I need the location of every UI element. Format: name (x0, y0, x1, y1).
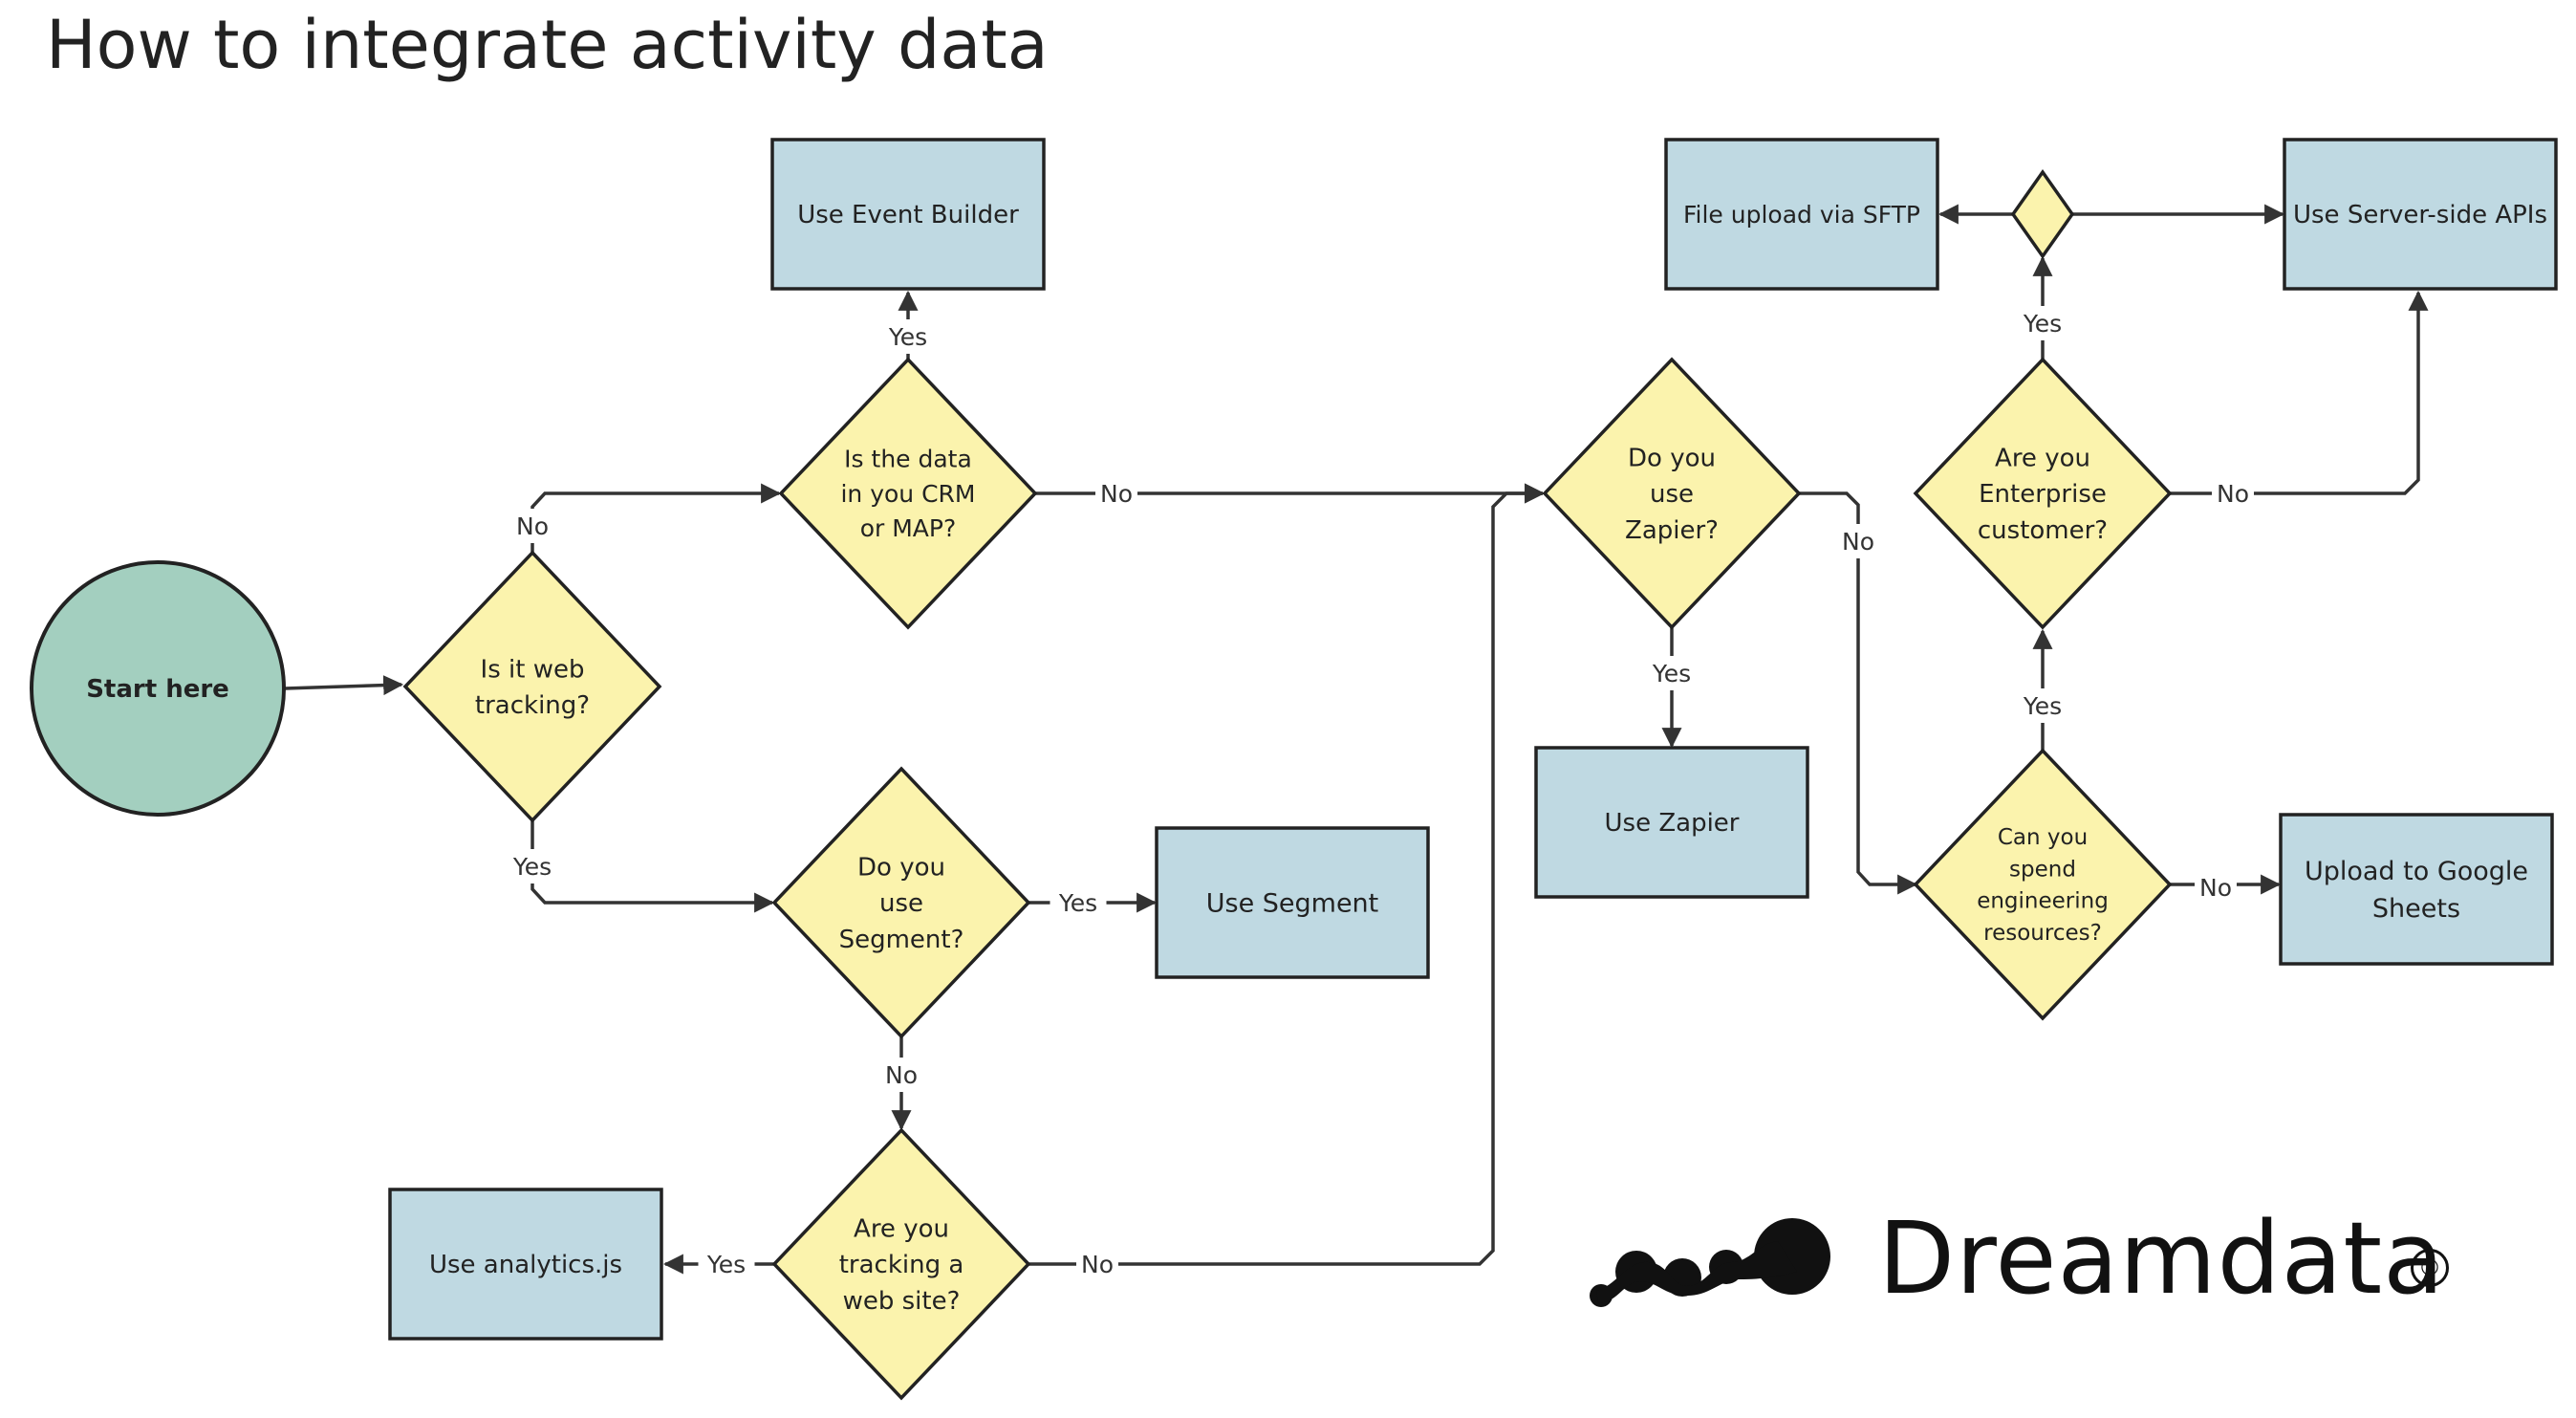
edge-enterprise-yes-label-bg (2014, 306, 2071, 340)
edge-enterprise-no (2170, 290, 2429, 495)
decision-diamond (1913, 748, 2173, 1021)
edge-site-yes-label: Yes (706, 1251, 746, 1278)
edge-web-yes-label-bg (504, 849, 561, 884)
node-small-diamond (2010, 168, 2075, 260)
outcome-box (1155, 826, 1430, 979)
decision-diamond (1913, 357, 2173, 630)
outcome-box (2283, 138, 2558, 291)
node-use-segment: Use Segment (1155, 826, 1430, 979)
edge-engineering-yes-label-bg (2014, 688, 2071, 723)
outcome-box (388, 1188, 663, 1341)
edge-web-yes-label: Yes (512, 853, 552, 881)
edge-web-no (530, 483, 782, 553)
edge-segment-yes-label: Yes (1058, 889, 1097, 917)
decision-diamond (771, 766, 1031, 1039)
edge-enterprise-no-label: No (2217, 480, 2249, 508)
node-use-segment-label: Use Segment (1206, 888, 1379, 918)
edge-crm-no-label-bg (1095, 476, 1137, 511)
edge-crm-no-label: No (1100, 480, 1133, 508)
edge-engineering-no-label: No (2199, 874, 2232, 902)
edge-crm-yes-label-bg (879, 319, 937, 354)
edge-crm-yes-label: Yes (888, 323, 927, 351)
node-use-zapier: Use Zapier (1534, 746, 1809, 899)
edge-site-no-label-bg (1076, 1247, 1118, 1281)
edge-site-yes-label-bg (698, 1247, 755, 1281)
node-event-builder-label: Use Event Builder (797, 201, 1019, 229)
edge-enterprise-no-label-bg (2212, 476, 2254, 511)
brand-wordmark: Dreamdata (1878, 1200, 2445, 1317)
dreamdata-logo-icon (1590, 1218, 1830, 1307)
edge-site-no (1028, 483, 1546, 1266)
edge-web-yes (530, 820, 775, 913)
decision-diamond (2010, 168, 2075, 260)
decision-diamond (778, 357, 1038, 630)
edge-site-no-label: No (1081, 1251, 1114, 1278)
edge-start-to-web (284, 675, 404, 696)
edge-web-no-label-bg (511, 509, 553, 543)
edge-engineering-yes-label: Yes (2023, 692, 2062, 720)
node-server-apis: Use Server-side APIs (2283, 138, 2558, 291)
edge-segment-no-label-bg (880, 1058, 922, 1092)
edge-web-no-label: No (516, 513, 549, 540)
node-sftp: File upload via SFTP (1664, 138, 1939, 291)
node-analytics-js: Use analytics.js (388, 1188, 663, 1341)
edge-engineering-no-label-bg (2195, 870, 2237, 905)
edge-enterprise-yes-label: Yes (2023, 310, 2062, 338)
start-circle (30, 560, 286, 817)
node-analytics-js-label: Use analytics.js (429, 1251, 622, 1279)
decision-diamond (402, 550, 662, 823)
node-start: Start here (30, 560, 286, 817)
edge-zapier-no-label: No (1842, 528, 1874, 556)
outcome-box (2279, 813, 2554, 966)
outcome-box (1534, 746, 1809, 899)
node-server-apis-label: Use Server-side APIs (2293, 201, 2547, 229)
edge-zapier-no-label-bg (1837, 524, 1879, 558)
edge-zapier-yes-label-bg (1643, 656, 1700, 690)
page-title: How to integrate activity data (46, 6, 1049, 84)
node-sftp-label: File upload via SFTP (1683, 201, 1920, 229)
outcome-box (1664, 138, 1939, 291)
outcome-box (770, 138, 1046, 291)
node-event-builder: Use Event Builder (770, 138, 1046, 291)
edge-segment-yes-label-bg (1050, 885, 1107, 920)
node-start-label: Start here (86, 675, 229, 704)
registered-mark: ® (2411, 1249, 2449, 1287)
node-use-zapier-label: Use Zapier (1605, 809, 1740, 838)
edge-zapier-yes-label: Yes (1652, 660, 1691, 687)
edge-zapier-no (1799, 491, 1918, 895)
decision-diamond (1542, 357, 1802, 630)
edge-segment-no-label: No (885, 1061, 918, 1089)
decision-diamond (771, 1127, 1031, 1401)
